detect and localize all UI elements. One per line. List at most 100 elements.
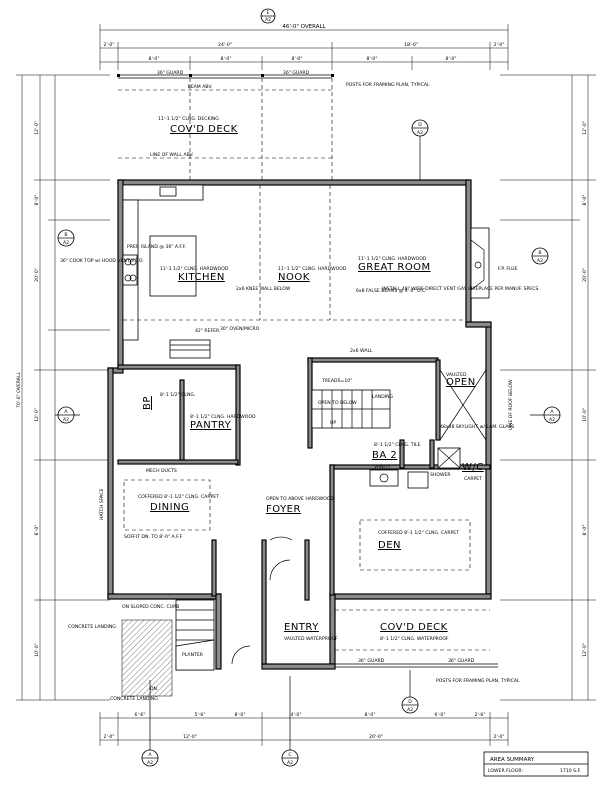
dining-room: DINING COFFERED 8'-1 1/2" CLNG. CARPET H… bbox=[99, 479, 219, 540]
cooktop-note: 36" COOK TOP w/ HOOD VENT V.T.O. bbox=[60, 258, 144, 264]
room-sub-pantry: 8'-1 1/2" CLNG. HARDWOOD bbox=[190, 414, 256, 420]
svg-text:8'-0": 8'-0" bbox=[582, 195, 588, 206]
svg-text:5'-6": 5'-6" bbox=[195, 712, 206, 718]
svg-text:12'-0": 12'-0" bbox=[183, 734, 197, 740]
svg-text:A2: A2 bbox=[407, 707, 413, 713]
area-summary-label: LOWER FLOOR: bbox=[488, 768, 523, 774]
svg-text:A2: A2 bbox=[549, 417, 555, 423]
svg-text:B: B bbox=[538, 250, 541, 256]
room-sub-deck-bottom: 8'-1 1/2" CLNG. WATERPROOF bbox=[380, 636, 449, 642]
planter-note: PLANTER bbox=[182, 652, 204, 658]
hatch-space-note: HATCH SPACE bbox=[99, 488, 105, 520]
room-sub-great-room: 11'-1 1/2" CLNG. HARDWOOD bbox=[358, 256, 427, 262]
right-dimension-string: 12'-0" 8'-0" 20'-0" 10'-0" 8'-0" 12'-0" bbox=[500, 74, 596, 701]
svg-text:12'-0": 12'-0" bbox=[582, 121, 588, 135]
section-marker-left-a: A A2 bbox=[55, 406, 80, 424]
bottom-dimension-string: 2'-0" 12'-0" 20'-0" 2'-0" 6'-6" 5'-6" 8'… bbox=[99, 712, 509, 746]
section-marker-bottom-left: A A2 bbox=[141, 680, 159, 767]
section-marker-top: E A2 bbox=[260, 8, 276, 24]
room-sub-den: COFFERED 8'-1 1/2" CLNG. CARPET bbox=[378, 530, 459, 536]
prep-island-note: PREP. ISLAND @ 36" A.F.F. bbox=[127, 244, 186, 250]
skylight-note: 48x48 SKYLIGHT w/ LAM. GLASS bbox=[440, 424, 514, 430]
concrete-landing-note-1: CONCRETE LANDING bbox=[68, 624, 116, 630]
room-name-entry: ENTRY bbox=[284, 622, 319, 633]
top-subdim-1: 8'-0" bbox=[221, 56, 232, 62]
area-summary-block: AREA SUMMARY LOWER FLOOR: 1710 S.F. bbox=[483, 751, 589, 777]
room-name-deck-top: COV'D DECK bbox=[170, 124, 238, 135]
room-sub-deck-top: 11'-1 1/2" CLNG. DECKING bbox=[158, 116, 219, 122]
concrete-landing-note-2: CONCRETE LANDING bbox=[110, 696, 158, 702]
refer-note: 42" REFER. bbox=[195, 328, 221, 334]
room-name-nook: NOOK bbox=[278, 272, 310, 283]
room-name-pantry: PANTRY bbox=[190, 420, 232, 431]
section-marker-right-a: A A2 bbox=[530, 406, 561, 424]
svg-text:8'-0": 8'-0" bbox=[582, 525, 588, 536]
svg-text:A2: A2 bbox=[63, 417, 69, 423]
stair-up-note: UP bbox=[330, 420, 336, 426]
kitchen-cabinets: PREP. ISLAND @ 36" A.F.F. 36" COOK TOP w… bbox=[60, 184, 260, 359]
entry: ENTRY VAULTED WATERPROOF bbox=[231, 622, 338, 665]
room-name-great-room: GREAT ROOM bbox=[358, 262, 431, 273]
overall-length-label: 70'-6" OVERALL bbox=[16, 372, 22, 409]
top-dimension-string: 46'-0" OVERALL 2'-0" 24'-0" 18'-0" 2'-0"… bbox=[99, 24, 509, 70]
foyer: FOYER OPEN TO ABOVE HARDWOOD bbox=[266, 496, 334, 581]
den: DEN COFFERED 8'-1 1/2" CLNG. CARPET bbox=[359, 519, 471, 571]
room-sub-dining: COFFERED 8'-1 1/2" CLNG. CARPET bbox=[138, 494, 219, 500]
top-subdim-4: 8'-0" bbox=[446, 56, 457, 62]
room-sub-bp: 8'-1 1/2" CLNG. bbox=[160, 392, 195, 398]
room-name-open: OPEN bbox=[446, 377, 476, 388]
svg-text:20'-0": 20'-0" bbox=[582, 268, 588, 282]
sloped-curb-note: ON SLOPED CONC. CURB bbox=[122, 604, 179, 610]
top-subdim-3: 8'-0" bbox=[367, 56, 378, 62]
svg-text:12'-0": 12'-0" bbox=[34, 121, 40, 135]
svg-text:2'-0": 2'-0" bbox=[494, 734, 505, 740]
svg-text:A2: A2 bbox=[417, 130, 423, 136]
vanity-note: VANITY bbox=[374, 464, 391, 470]
bath-2: BA 2 8'-1 1/2" CLNG. TILE VANITY SHOWER … bbox=[369, 442, 484, 489]
top-subdim-2: 8'-0" bbox=[292, 56, 303, 62]
room-name-foyer: FOYER bbox=[266, 504, 301, 515]
svg-text:C: C bbox=[288, 752, 291, 758]
room-sub-nook: 11'-1 1/2" CLNG. HARDWOOD bbox=[278, 266, 347, 272]
beam-note-top: BEAM ABV. bbox=[188, 84, 213, 90]
soffit-note: SOFFIT DN. TO 8'-0" A.F.F. bbox=[124, 534, 183, 540]
oven-note: 30" OVEN/MICRO bbox=[220, 326, 260, 332]
room-name-dining: DINING bbox=[150, 502, 189, 513]
vaulted-open-area: OPEN VAULTED 48x48 SKYLIGHT w/ LAM. GLAS… bbox=[439, 369, 514, 441]
shower-note: SHOWER bbox=[430, 472, 451, 478]
top-subdim-0: 8'-0" bbox=[149, 56, 160, 62]
room-sub-wic: CARPET bbox=[464, 476, 482, 482]
svg-text:8'-0": 8'-0" bbox=[365, 712, 376, 718]
overall-width-label: 46'-0" OVERALL bbox=[282, 24, 326, 30]
svg-text:8'-0": 8'-0" bbox=[235, 712, 246, 718]
line-of-roof-note: LINE OF ROOF BELOW bbox=[508, 379, 514, 430]
section-marker-bottom-d: D A2 bbox=[401, 670, 419, 714]
section-marker-bottom-c: C A2 bbox=[281, 676, 299, 767]
svg-text:D: D bbox=[408, 699, 412, 705]
pantry-area: PANTRY 8'-1 1/2" CLNG. HARDWOOD BP 8'-1 … bbox=[142, 392, 256, 474]
line-of-wall-note: LINE OF WALL ABV. bbox=[150, 152, 194, 158]
svg-text:12'-0": 12'-0" bbox=[34, 408, 40, 422]
svg-text:A2: A2 bbox=[537, 258, 543, 264]
landing-note: LANDING bbox=[372, 394, 394, 400]
fireplace: F.P. FLUE bbox=[470, 227, 518, 299]
svg-text:2'-6": 2'-6" bbox=[475, 712, 486, 718]
section-marker-right-b: B A2 bbox=[531, 247, 549, 265]
svg-text:A2: A2 bbox=[63, 240, 69, 246]
svg-text:2'-0": 2'-0" bbox=[104, 734, 115, 740]
guard-note-2: 36" GUARD bbox=[283, 70, 310, 76]
section-marker-top-d: D A2 bbox=[411, 119, 429, 180]
room-name-deck-bottom: COV'D DECK bbox=[380, 622, 448, 633]
guard-note-1: 36" GUARD bbox=[157, 70, 184, 76]
section-marker-left-b: B A2 bbox=[57, 229, 75, 247]
room-sub-entry: VAULTED WATERPROOF bbox=[284, 636, 338, 642]
stairs: TREADS=10" LANDING OPEN TO BELOW UP bbox=[311, 378, 394, 429]
room-name-kitchen: KITCHEN bbox=[178, 272, 225, 283]
room-name-wic: W/C bbox=[462, 462, 484, 473]
svg-text:A2: A2 bbox=[287, 760, 293, 766]
svg-text:A: A bbox=[550, 409, 554, 415]
room-sub-ba2: 8'-1 1/2" CLNG. TILE bbox=[374, 442, 421, 448]
interior-walls bbox=[117, 357, 491, 665]
stair-dn-note: DN. bbox=[150, 686, 158, 692]
